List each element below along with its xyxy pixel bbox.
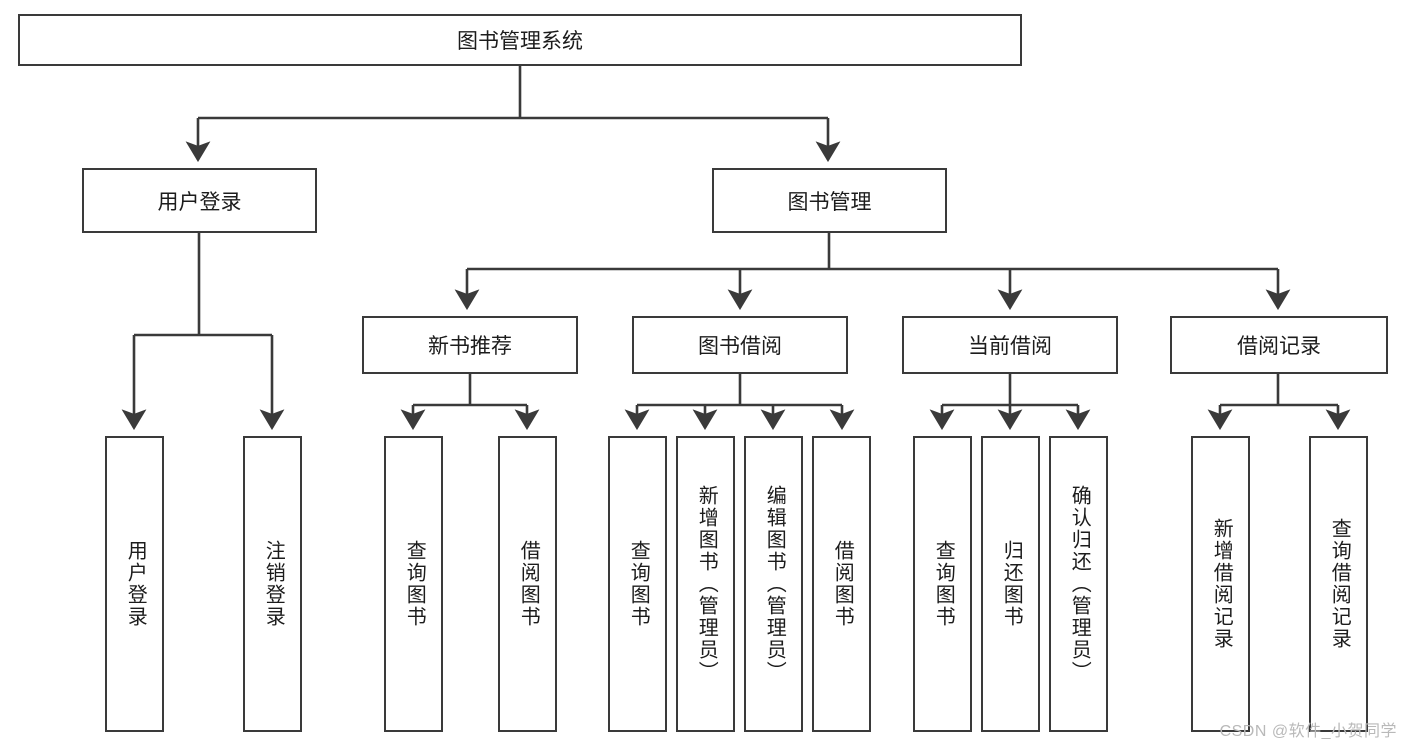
leaf-user-logout[interactable]: 注销登录 [243, 436, 302, 732]
leaf-query-book-recommend-label: 查询图书 [403, 540, 426, 628]
leaf-query-book-borrow[interactable]: 查询图书 [608, 436, 667, 732]
node-book-management-label: 图书管理 [787, 190, 872, 214]
leaf-query-book-current-label: 查询图书 [932, 540, 955, 628]
node-current-borrow[interactable]: 当前借阅 [902, 316, 1118, 374]
node-borrow-record-label: 借阅记录 [1237, 335, 1321, 358]
leaf-borrow-book[interactable]: 借阅图书 [812, 436, 871, 732]
node-book-management[interactable]: 图书管理 [712, 168, 947, 233]
node-new-book-recommend-label: 新书推荐 [428, 335, 512, 358]
watermark: CSDN @软件_小贺同学 [1219, 723, 1397, 740]
leaf-confirm-return-admin-label: 确认归还（管理员） [1068, 485, 1091, 683]
leaf-return-book-label: 归还图书 [1000, 540, 1023, 628]
leaf-borrow-book-label: 借阅图书 [831, 540, 854, 628]
leaf-query-book-current[interactable]: 查询图书 [913, 436, 972, 732]
leaf-confirm-return-admin[interactable]: 确认归还（管理员） [1049, 436, 1108, 732]
leaf-query-book-recommend[interactable]: 查询图书 [384, 436, 443, 732]
leaf-user-login-label: 用户登录 [124, 540, 147, 628]
leaf-edit-book-admin[interactable]: 编辑图书（管理员） [744, 436, 803, 732]
leaf-edit-book-admin-label: 编辑图书（管理员） [763, 485, 786, 683]
leaf-query-borrow-record[interactable]: 查询借阅记录 [1309, 436, 1368, 732]
leaf-return-book[interactable]: 归还图书 [981, 436, 1040, 732]
leaf-query-book-borrow-label: 查询图书 [627, 540, 650, 628]
leaf-borrow-book-recommend[interactable]: 借阅图书 [498, 436, 557, 732]
leaf-user-logout-label: 注销登录 [262, 540, 285, 628]
node-user-login-label: 用户登录 [157, 190, 242, 214]
leaf-user-login[interactable]: 用户登录 [105, 436, 164, 732]
node-book-borrow-label: 图书借阅 [698, 335, 782, 358]
node-root[interactable]: 图书管理系统 [18, 14, 1022, 66]
leaf-add-borrow-record[interactable]: 新增借阅记录 [1191, 436, 1250, 732]
node-book-borrow[interactable]: 图书借阅 [632, 316, 848, 374]
leaf-add-borrow-record-label: 新增借阅记录 [1210, 518, 1233, 650]
node-user-login[interactable]: 用户登录 [82, 168, 317, 233]
leaf-add-book-admin-label: 新增图书（管理员） [695, 485, 718, 683]
node-borrow-record[interactable]: 借阅记录 [1170, 316, 1388, 374]
leaf-borrow-book-recommend-label: 借阅图书 [517, 540, 540, 628]
node-new-book-recommend[interactable]: 新书推荐 [362, 316, 578, 374]
leaf-add-book-admin[interactable]: 新增图书（管理员） [676, 436, 735, 732]
leaf-query-borrow-record-label: 查询借阅记录 [1328, 518, 1351, 650]
node-root-label: 图书管理系统 [457, 30, 583, 53]
node-current-borrow-label: 当前借阅 [968, 335, 1052, 358]
